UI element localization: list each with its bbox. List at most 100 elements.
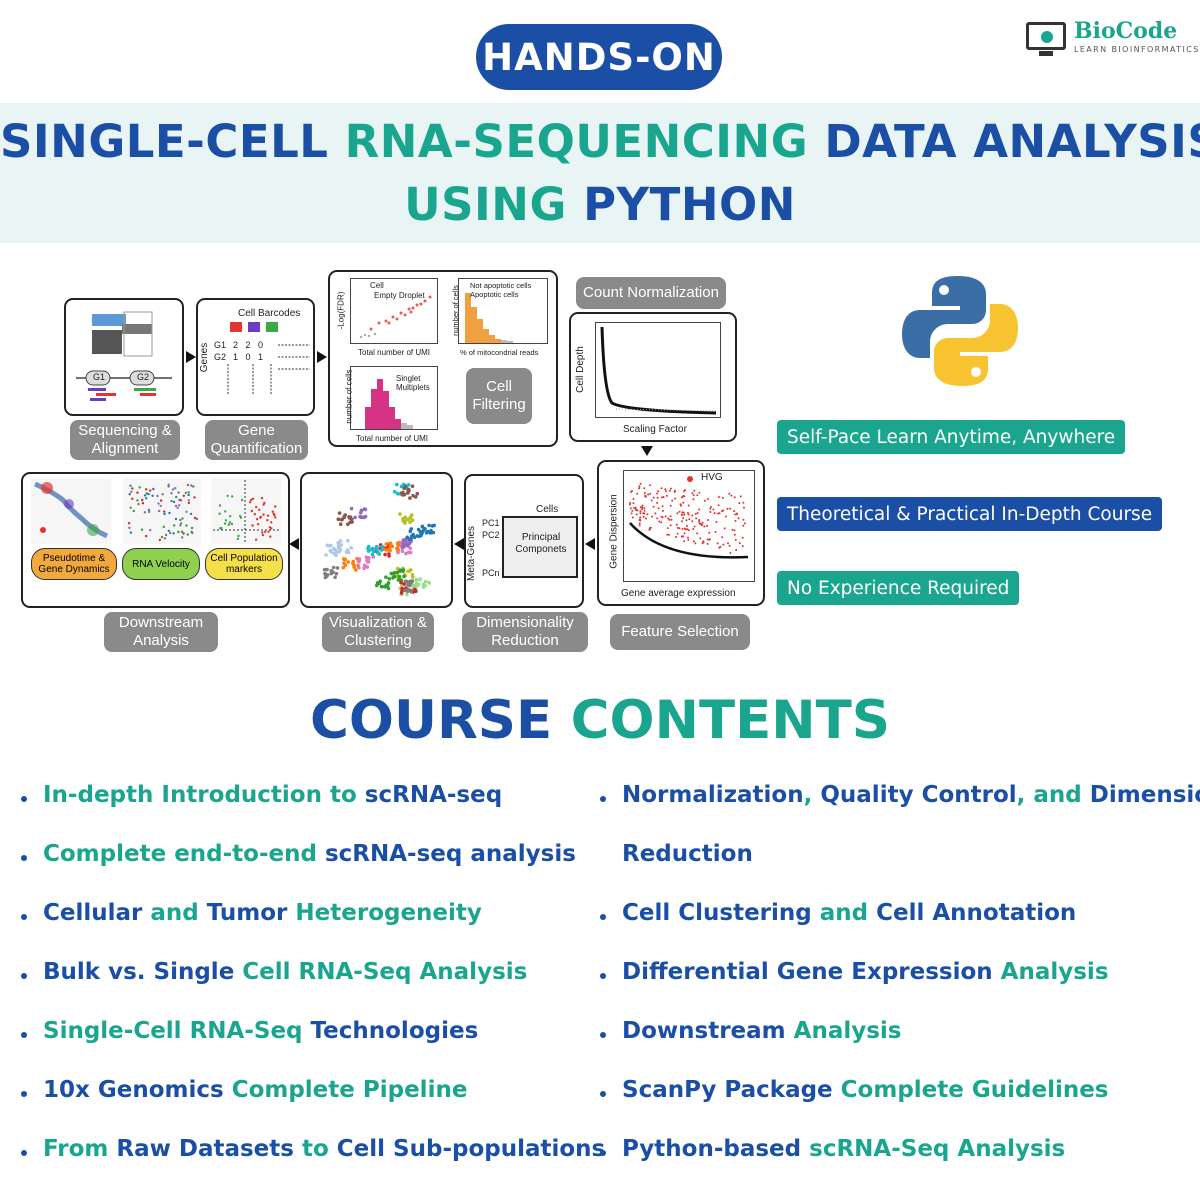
course-item: Bulk vs. Single Cell RNA-Seq Analysis bbox=[43, 959, 527, 985]
velocity-point bbox=[170, 492, 173, 495]
tsne-point bbox=[333, 575, 337, 580]
volcano-point bbox=[267, 530, 270, 533]
feat-point bbox=[687, 513, 690, 516]
feat-point bbox=[685, 519, 688, 522]
feat-scatter bbox=[629, 476, 749, 559]
feat-point bbox=[735, 549, 738, 551]
tsne-point bbox=[331, 565, 336, 570]
velocity-point bbox=[187, 501, 191, 505]
course-item-segment: Analysis bbox=[1000, 959, 1109, 985]
title-line-1-segment: DATA ANALYSIS bbox=[824, 115, 1200, 168]
feat-point bbox=[635, 509, 637, 512]
volcano-point bbox=[227, 523, 230, 526]
feat-point bbox=[675, 523, 678, 526]
tsne-point bbox=[402, 574, 406, 579]
velocity-point bbox=[143, 494, 147, 497]
bullet-icon bbox=[21, 1150, 27, 1156]
tsne-point bbox=[420, 525, 425, 529]
velocity-point bbox=[182, 494, 185, 497]
volcano-point bbox=[223, 522, 227, 525]
tsne-point bbox=[387, 554, 391, 558]
feat-point bbox=[683, 532, 686, 535]
velocity-point bbox=[187, 493, 190, 497]
feat-point bbox=[696, 494, 699, 497]
tsne-point bbox=[384, 542, 389, 546]
tsne-point bbox=[375, 583, 379, 588]
feat-point bbox=[658, 520, 661, 523]
barcode-purple bbox=[248, 322, 260, 332]
tsne-point bbox=[401, 568, 406, 572]
tsne-point bbox=[383, 552, 387, 557]
feat-point bbox=[681, 511, 684, 514]
feat-point bbox=[647, 493, 650, 496]
label-visualization: Visualization & Clustering bbox=[322, 612, 434, 652]
feat-point bbox=[735, 512, 738, 515]
feat-point bbox=[652, 505, 655, 508]
volcano-point bbox=[230, 522, 234, 526]
feat-point bbox=[679, 503, 682, 506]
feat-point bbox=[678, 527, 681, 530]
course-item: In-depth Introduction to scRNA-seq bbox=[43, 782, 502, 808]
volcano-point bbox=[224, 510, 227, 513]
velocity-point bbox=[169, 531, 172, 535]
feat-point bbox=[702, 540, 705, 543]
feat-point bbox=[656, 492, 659, 495]
tsne-point bbox=[409, 590, 413, 594]
volcano-point bbox=[240, 498, 244, 502]
tsne-point bbox=[397, 574, 402, 579]
tsne-point bbox=[331, 546, 336, 551]
tsne-point bbox=[408, 520, 412, 524]
tsne-point bbox=[419, 531, 423, 535]
filter-plot-mito bbox=[458, 278, 548, 344]
feat-point bbox=[649, 484, 652, 487]
tsne-point bbox=[408, 550, 413, 555]
label-quantification: Gene Quantification bbox=[205, 420, 308, 460]
feature-no-experience: No Experience Required bbox=[777, 571, 1020, 605]
feat-point bbox=[676, 532, 679, 535]
velocity-point bbox=[159, 504, 162, 508]
velocity-point bbox=[176, 506, 179, 509]
volcano-point bbox=[274, 516, 277, 519]
tsne-point bbox=[392, 489, 397, 494]
logo-brand-bio: Bio bbox=[1074, 18, 1116, 44]
label-feature-selection: Feature Selection bbox=[610, 614, 750, 650]
velocity-point bbox=[158, 538, 162, 542]
feat-point bbox=[648, 527, 651, 530]
feat-point bbox=[681, 527, 684, 530]
arrow-right-icon bbox=[317, 351, 327, 363]
feat-point bbox=[631, 509, 634, 512]
velocity-point bbox=[132, 509, 135, 513]
arrow-left-icon bbox=[289, 538, 299, 550]
volcano-point bbox=[269, 535, 272, 538]
feat-point bbox=[660, 487, 663, 490]
feat-point bbox=[722, 543, 725, 546]
norm-plot bbox=[595, 322, 721, 418]
feat-point bbox=[678, 510, 681, 513]
velocity-point bbox=[130, 490, 133, 493]
volcano-point bbox=[255, 505, 258, 509]
tsne-point bbox=[396, 548, 401, 552]
velocity-point bbox=[149, 528, 152, 532]
feat-point bbox=[701, 521, 704, 524]
course-item-segment: scRNA-seq analysis bbox=[324, 841, 576, 867]
feat-point bbox=[717, 504, 720, 507]
feat-point bbox=[726, 507, 729, 510]
velocity-point bbox=[141, 502, 145, 505]
volcano-point bbox=[266, 514, 270, 517]
tsne-point bbox=[384, 575, 388, 579]
feat-point bbox=[680, 520, 683, 523]
feat-point bbox=[629, 507, 632, 510]
feat-point bbox=[668, 489, 671, 492]
volcano-point bbox=[218, 512, 221, 515]
tsne-point bbox=[405, 592, 409, 597]
tsne-point bbox=[343, 557, 347, 562]
python-logo-icon bbox=[902, 276, 1018, 386]
tsne-point bbox=[387, 577, 392, 581]
feat-point bbox=[632, 502, 635, 505]
tsne-point bbox=[401, 538, 406, 542]
tsne-point bbox=[366, 549, 371, 553]
feat-point bbox=[657, 490, 660, 493]
panel-visualization bbox=[300, 472, 453, 608]
doublet-legend-1: Singlet bbox=[396, 374, 421, 383]
feat-point bbox=[714, 530, 717, 533]
